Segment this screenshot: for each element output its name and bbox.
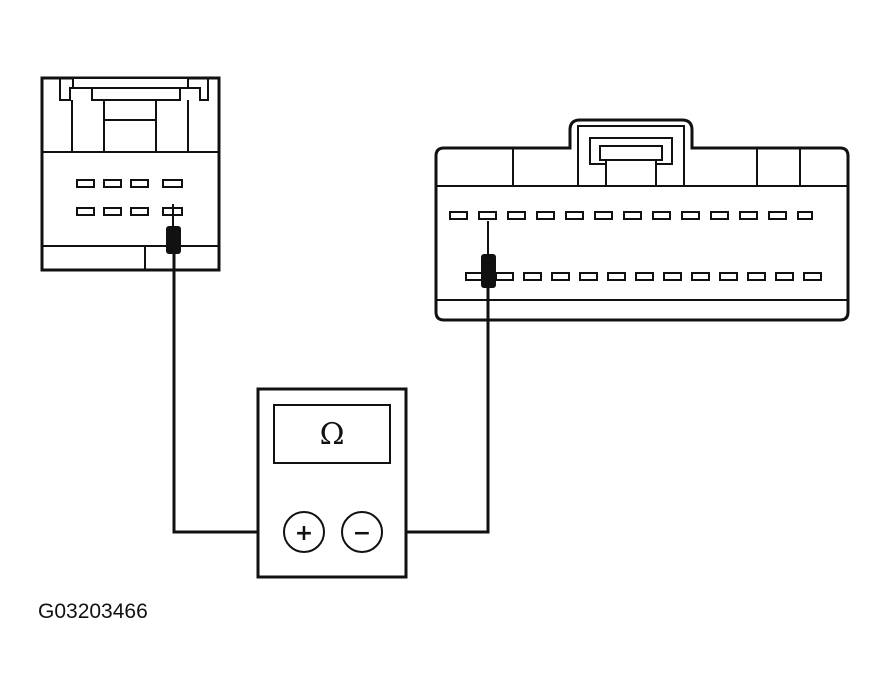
left-connector [40, 76, 221, 272]
negative-terminal: − [341, 511, 383, 553]
positive-probe [166, 204, 181, 254]
positive-terminal: + [283, 511, 325, 553]
left-pin-row-1 [76, 179, 183, 188]
negative-symbol: − [353, 521, 371, 546]
positive-lead [172, 250, 290, 534]
negative-probe [481, 254, 496, 288]
test-leads [172, 221, 490, 534]
negative-lead [380, 285, 490, 534]
right-pin-row-2 [465, 272, 822, 281]
ohm-symbol: Ω [320, 417, 345, 452]
positive-symbol: + [295, 521, 313, 546]
right-connector [434, 118, 850, 322]
right-pin-row-1 [449, 211, 813, 220]
figure-id: G03203466 [38, 600, 148, 623]
ohmmeter: Ω + − [256, 387, 408, 579]
